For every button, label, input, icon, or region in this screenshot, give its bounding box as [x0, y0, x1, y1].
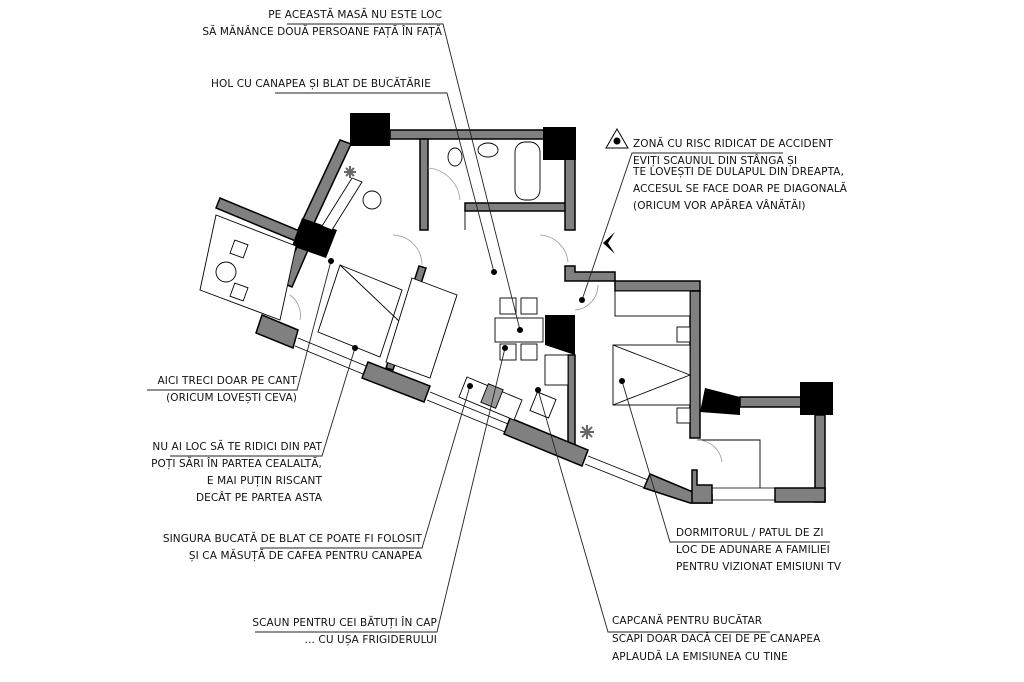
annotation-line: AICI TRECI DOAR PE CANT: [157, 375, 297, 387]
windows: [294, 337, 775, 501]
leader-counter: [260, 385, 471, 549]
annotation-line: APLAUDĂ LA EMISIUNEA CU TINE: [612, 651, 788, 663]
annotation-line: PE ACEASTĂ MASĂ NU ESTE LOC: [268, 9, 442, 21]
leader-passage: [147, 260, 332, 391]
annotation-line: CAPCANĂ PENTRU BUCĂTAR: [612, 615, 763, 627]
leader-bedroom: [621, 380, 830, 543]
sofa: [385, 277, 458, 379]
annotation-passage: AICI TRECI DOAR PE CANT (ORICUM LOVEȘTI …: [157, 373, 297, 407]
balcony-chair: [229, 282, 249, 302]
annotation-table: PE ACEASTĂ MASĂ NU ESTE LOC SĂ MĂNÂNCE D…: [202, 7, 442, 41]
wall-top: [389, 129, 546, 140]
annotation-line: (ORICUM LOVEȘTI CEVA): [166, 392, 297, 404]
wall-kitchen: [567, 354, 576, 448]
wall-bedroom-right: [689, 290, 701, 439]
annotation-hall: HOL CU CANAPEA ȘI BLAT DE BUCĂTĂRIE: [211, 76, 431, 93]
column: [545, 315, 575, 355]
annotation-line: EVIȚI SCAUNUL DIN STÂNGA ȘI: [633, 155, 798, 167]
annotation-line: NU AI LOC SĂ TE RIDICI DIN PAT: [152, 441, 322, 453]
chair: [520, 297, 538, 315]
plant-icon: [344, 166, 356, 178]
chair: [520, 343, 538, 361]
leader-bed: [170, 347, 356, 457]
annotation-line: (ORICUM VOR APĂREA VÂNĂTĂI): [633, 200, 806, 212]
leader-table: [287, 23, 521, 331]
bed-diagonal: [339, 264, 401, 323]
wall-bottom-2: [361, 361, 431, 403]
marker-dots: [328, 258, 625, 393]
annotation-risk: ZONĂ CU RISC RIDICAT DE ACCIDENT EVIȚI S…: [633, 136, 847, 215]
annotation-line: SĂ MĂNÂNCE DOUĂ PERSOANE FAȚĂ ÎN FAȚĂ: [202, 26, 442, 38]
leader-hall: [275, 92, 495, 273]
leader-trap: [537, 389, 770, 633]
bathtub: [514, 141, 541, 201]
annotation-bed: NU AI LOC SĂ TE RIDICI DIN PAT POȚI SĂRI…: [151, 439, 322, 507]
column: [292, 218, 337, 258]
annotation-line: SINGURA BUCATĂ DE BLAT CE POATE FI FOLOS…: [162, 533, 422, 545]
leader-lines: [147, 23, 830, 633]
wall-bathroom-left: [419, 138, 429, 231]
office-chair: [362, 190, 382, 210]
wall-ext-top: [739, 396, 803, 408]
nightstand: [676, 407, 691, 424]
annotation-line: SCAUN PENTRU CEI BĂTUȚI ÎN CAP: [252, 617, 437, 629]
column: [700, 388, 740, 415]
annotation-line: DECÂT PE PARTEA ASTA: [195, 492, 322, 504]
annotation-line: ACCESUL SE FACE DOAR PE DIAGONALĂ: [633, 183, 848, 195]
balcony-table: [215, 261, 237, 283]
living-bed: [317, 264, 403, 358]
annotation-line: E MAI PUȚIN RISCANT: [206, 475, 322, 487]
column: [350, 113, 390, 146]
annotation-line: SCAPI DOAR DACĂ CEI DE PE CANAPEA: [612, 633, 821, 645]
balcony-chair: [229, 239, 249, 259]
wall-bedroom-top: [614, 280, 701, 292]
stove: [529, 391, 557, 419]
column: [543, 127, 576, 160]
wall-bathroom-right: [564, 157, 576, 231]
wall-bathroom-bottom: [464, 202, 569, 212]
wall-bottom-5: [691, 469, 713, 504]
wardrobe: [614, 290, 691, 317]
annotation-line: ... CU UȘA FRIGIDERULUI: [304, 634, 437, 646]
bedroom-bed: [612, 344, 691, 406]
annotation-line: ZONĂ CU RISC RIDICAT DE ACCIDENT: [633, 138, 833, 150]
toilet: [447, 147, 463, 167]
annotation-line: ȘI CA MĂSUȚĂ DE CAFEA PENTRU CANAPEA: [188, 550, 422, 562]
chair: [499, 297, 517, 315]
columns: [292, 113, 833, 415]
leader-chair: [255, 347, 506, 633]
fridge-cabinet: [544, 354, 569, 386]
annotation-bedroom: DORMITORUL / PATUL DE ZI LOC DE ADUNARE …: [676, 525, 841, 576]
annotation-line: DORMITORUL / PATUL DE ZI: [676, 527, 824, 539]
annotation-counter: SINGURA BUCATĂ DE BLAT CE POATE FI FOLOS…: [163, 531, 422, 565]
washbasin: [477, 142, 499, 158]
annotation-line: HOL CU CANAPEA ȘI BLAT DE BUCĂTĂRIE: [210, 78, 431, 90]
nightstand: [676, 326, 691, 343]
annotation-chair: SCAUN PENTRU CEI BĂTUȚI ÎN CAP ... CU UȘ…: [252, 615, 437, 649]
plant-icon: [580, 425, 594, 439]
wall-bedroom-stub: [564, 265, 616, 282]
annotation-line: LOC DE ADUNARE A FAMILIEI: [676, 544, 830, 556]
annotation-trap: CAPCANĂ PENTRU BUCĂTAR SCAPI DOAR DACĂ C…: [612, 612, 820, 666]
wall-bottom-1: [255, 313, 299, 350]
annotation-line: PENTRU VIZIONAT EMISIUNI TV: [676, 561, 842, 573]
column: [800, 382, 833, 415]
annotation-line: POȚI SĂRI ÎN PARTEA CEALALTĂ,: [151, 458, 322, 470]
wall-ext-bottom: [774, 487, 826, 503]
ext-room-outline: [697, 439, 761, 488]
plants: [344, 166, 594, 439]
entry-arrow: [603, 232, 615, 254]
balcony-floor: [199, 214, 297, 321]
door-swings: [289, 167, 723, 463]
annotation-line: TE LOVEȘTI DE DULAPUL DIN DREAPTA,: [633, 166, 845, 178]
leader-risk: [581, 152, 783, 301]
wall-bottom-3: [503, 417, 589, 467]
desk: [321, 177, 363, 231]
warning-triangle-icon: [605, 128, 629, 149]
